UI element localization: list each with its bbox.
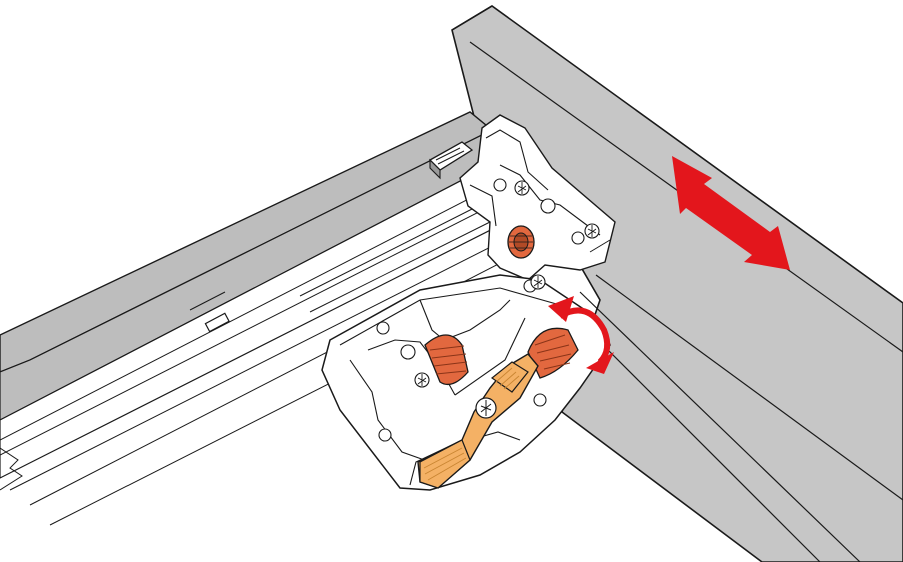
mounting-bracket: [321, 114, 616, 491]
curved-rotate-arrow-icon: [548, 296, 614, 374]
front-panel-groove-3: [579, 291, 861, 562]
screw-icon: [530, 274, 546, 290]
runner-line-5: [49, 367, 361, 526]
screw-icon: [584, 223, 600, 239]
runner-left-end: [0, 447, 23, 491]
runner-line-1: [0, 169, 526, 441]
screw-icon: [414, 372, 430, 388]
screw-hole: [493, 178, 507, 192]
drawer-side-runner: [0, 111, 561, 526]
lower-coupling-housing: [321, 274, 611, 491]
runner-end-cap: [428, 141, 474, 180]
runner-line-6: [299, 204, 481, 297]
runner-line-2: [0, 185, 531, 456]
screw-hole: [376, 321, 390, 335]
screw-hole: [378, 428, 392, 442]
locking-lever: [417, 353, 539, 489]
height-adjuster-wheel: [424, 334, 469, 386]
front-panel-edge-line: [451, 5, 493, 31]
runner-line-8: [189, 291, 226, 311]
runner-line-3: [9, 221, 541, 491]
front-panel-groove-2: [595, 274, 903, 501]
front-panel-groove-4: [567, 309, 821, 562]
upper-adjuster-wheel: [507, 225, 535, 259]
screw-hole: [533, 393, 547, 407]
runner-line-7: [309, 221, 491, 313]
screw-icon: [475, 397, 497, 419]
screw-hole: [540, 198, 556, 214]
tilt-adjuster-wheel: [527, 327, 579, 379]
runner-clip: [204, 312, 230, 333]
screw-icon: [514, 180, 530, 196]
double-headed-arrow-icon: [672, 156, 790, 270]
screw-hole: [400, 344, 416, 360]
screw-hole: [571, 231, 585, 245]
